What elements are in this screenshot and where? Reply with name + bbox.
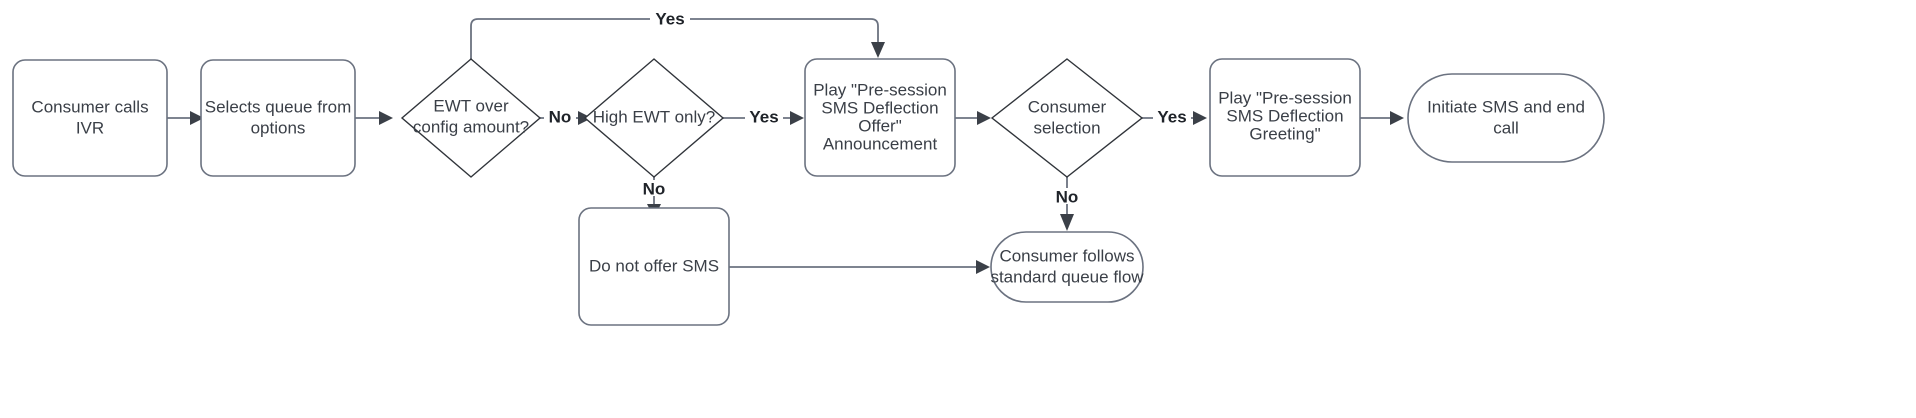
node-label-line-2: standard queue flow bbox=[990, 267, 1144, 286]
edge-label-no-first: No bbox=[549, 107, 572, 126]
edge-consumer-selection-no-to-standard-queue: No bbox=[1049, 172, 1085, 231]
node-label-line-2: options bbox=[251, 118, 306, 137]
node-do-not-offer-sms[interactable]: Do not offer SMS bbox=[578, 207, 730, 326]
node-label-line-1: EWT over bbox=[433, 96, 509, 115]
edge-selects-queue-to-ewt-decision bbox=[355, 111, 393, 125]
node-shape-rounded-rect bbox=[578, 207, 730, 326]
node-consumer-selection-decision[interactable]: Consumer selection bbox=[990, 58, 1144, 178]
node-label-line-1: Initiate SMS and end bbox=[1427, 97, 1585, 116]
node-play-greeting[interactable]: Play "Pre-session SMS Deflection Greetin… bbox=[1209, 58, 1361, 177]
node-label-line-1: Selects queue from bbox=[205, 97, 351, 116]
node-shape-diamond bbox=[400, 58, 542, 178]
arrow-head-icon bbox=[1390, 111, 1404, 125]
edge-label-backdrop bbox=[1153, 108, 1191, 128]
node-shape-rounded-rect bbox=[1209, 58, 1361, 177]
edge-ewt-decision-yes-to-play-offer: Yes bbox=[470, 9, 885, 60]
node-initiate-sms-end-call[interactable]: Initiate SMS and end call bbox=[1407, 73, 1605, 163]
node-label-line-2: SMS Deflection bbox=[821, 98, 938, 117]
node-consumer-standard-queue[interactable]: Consumer follows standard queue flow bbox=[990, 231, 1144, 303]
edge-label-backdrop bbox=[650, 9, 690, 29]
edge-label-yes-top: Yes bbox=[655, 9, 684, 28]
node-label-line-2: IVR bbox=[76, 118, 104, 137]
edge-label-no-consumer-selection: No bbox=[1056, 187, 1079, 206]
node-label-line-2: config amount? bbox=[413, 117, 529, 136]
node-label-line-1: Consumer bbox=[1028, 97, 1107, 116]
edge-ewt-decision-no-to-high-ewt: No bbox=[540, 107, 592, 128]
edge-consumer-calls-to-selects-queue bbox=[167, 111, 204, 125]
node-label-line-1: Consumer follows bbox=[999, 246, 1134, 265]
node-label-line-3: Offer" bbox=[858, 116, 902, 135]
node-shape-stadium bbox=[1407, 73, 1605, 163]
edge-consumer-selection-yes-to-play-greeting: Yes bbox=[1142, 107, 1207, 128]
node-play-offer-announcement[interactable]: Play "Pre-session SMS Deflection Offer" … bbox=[804, 58, 956, 177]
edge-label-backdrop bbox=[544, 108, 576, 128]
edge-label-backdrop bbox=[1049, 188, 1085, 208]
node-shape-rounded-rect bbox=[804, 58, 956, 177]
node-label-line-2: selection bbox=[1033, 118, 1100, 137]
node-shape-rounded-rect bbox=[200, 59, 356, 177]
edge-label-yes-high-ewt: Yes bbox=[749, 107, 778, 126]
arrow-head-icon bbox=[871, 42, 885, 58]
node-label-line-2: SMS Deflection bbox=[1226, 106, 1343, 125]
node-label-line-2: call bbox=[1493, 118, 1519, 137]
node-label-line-1: High EWT only? bbox=[593, 107, 716, 126]
arrow-head-icon bbox=[190, 111, 204, 125]
edge-label-backdrop bbox=[745, 108, 783, 128]
node-shape-diamond bbox=[990, 58, 1144, 178]
node-shape-stadium bbox=[990, 231, 1144, 303]
arrow-head-icon bbox=[977, 111, 991, 125]
node-label-line-1: Do not offer SMS bbox=[589, 256, 719, 275]
node-label-line-4: Announcement bbox=[823, 134, 938, 153]
edge-play-offer-to-consumer-selection bbox=[955, 111, 991, 125]
node-shape-rounded-rect bbox=[12, 59, 168, 177]
edge-do-not-offer-to-standard-queue bbox=[729, 260, 990, 274]
node-ewt-over-config-decision[interactable]: EWT over config amount? bbox=[400, 58, 542, 178]
edge-label-yes-consumer-selection: Yes bbox=[1157, 107, 1186, 126]
arrow-head-icon bbox=[790, 111, 804, 125]
node-consumer-calls-ivr[interactable]: Consumer calls IVR bbox=[12, 59, 168, 177]
arrow-head-icon bbox=[379, 111, 393, 125]
node-label-line-1: Play "Pre-session bbox=[1218, 88, 1352, 107]
arrow-head-icon bbox=[976, 260, 990, 274]
node-label-line-1: Consumer calls bbox=[31, 97, 148, 116]
edge-high-ewt-no-to-do-not-offer: No bbox=[636, 172, 672, 218]
node-shape-diamond bbox=[583, 58, 725, 178]
arrow-head-icon bbox=[1060, 214, 1074, 231]
node-high-ewt-only-decision[interactable]: High EWT only? bbox=[583, 58, 725, 178]
edge-label-no-high-ewt: No bbox=[643, 179, 666, 198]
edge-high-ewt-yes-to-play-offer: Yes bbox=[723, 107, 804, 128]
arrow-head-icon bbox=[1193, 111, 1207, 125]
edge-play-greeting-to-initiate-sms bbox=[1360, 111, 1404, 125]
edge-label-backdrop bbox=[636, 180, 672, 200]
node-selects-queue[interactable]: Selects queue from options bbox=[200, 59, 356, 177]
node-label-line-3: Greeting" bbox=[1249, 124, 1320, 143]
node-label-line-1: Play "Pre-session bbox=[813, 80, 947, 99]
